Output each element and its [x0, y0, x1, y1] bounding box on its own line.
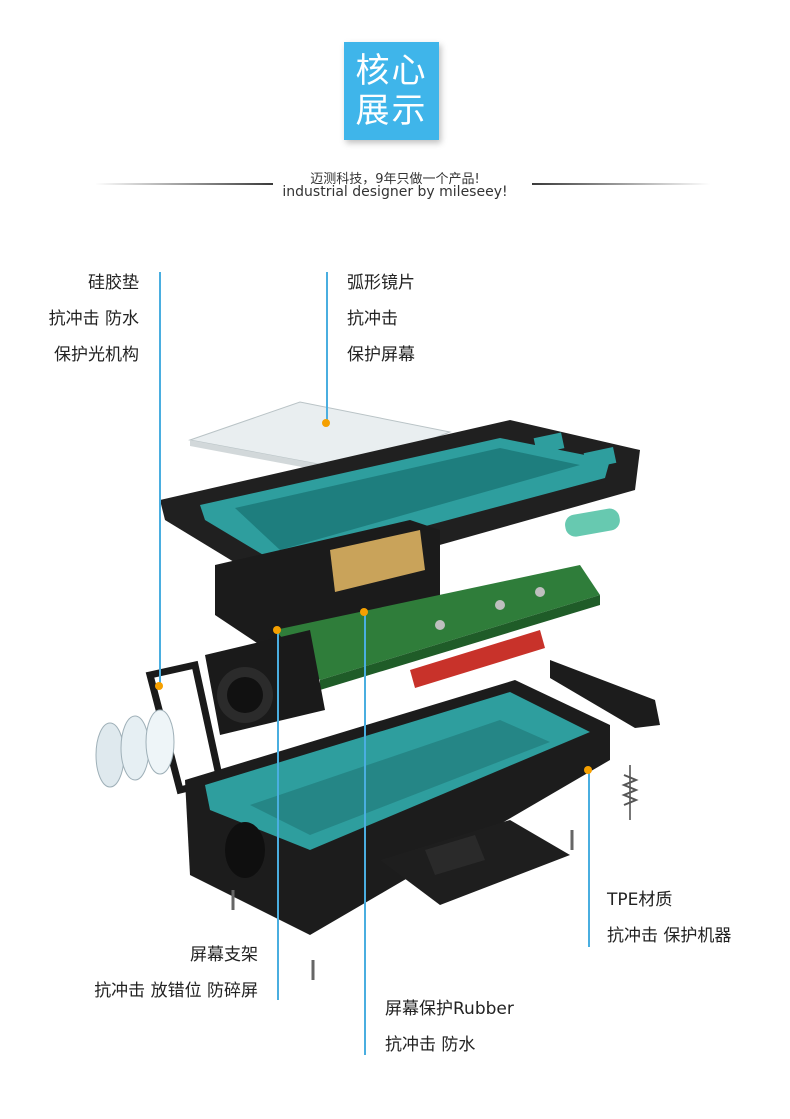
callout-curved-lens-title: 弧形镜片: [347, 273, 415, 293]
leader-line-curved-lens: [326, 272, 328, 422]
callout-curved-lens-line-2: 抗冲击: [347, 309, 398, 329]
callout-silicone-pad: 硅胶垫 抗冲击 防水 保护光机构: [49, 265, 139, 373]
callout-curved-lens: 弧形镜片 抗冲击 保护屏幕: [347, 265, 415, 373]
callout-screen-rubber-title: 屏幕保护Rubber: [385, 999, 514, 1019]
title-badge: 核心 展示: [344, 42, 439, 140]
callout-screen-rubber-line-2: 抗冲击 防水: [385, 1035, 476, 1055]
optics-block: [205, 630, 325, 735]
exploded-device-illustration: [95, 401, 660, 980]
subtitle-english: industrial designer by mileseey!: [282, 184, 508, 200]
spring: [621, 765, 639, 820]
callout-tpe-material: TPE材质 抗冲击 保护机器: [607, 882, 731, 954]
badge-line-2: 展示: [355, 91, 428, 131]
marker-screen-rubber: [360, 608, 368, 616]
tpe-strap: [550, 660, 660, 728]
callout-screen-rubber: 屏幕保护Rubber 抗冲击 防水: [385, 991, 514, 1063]
laser-module: [565, 508, 620, 537]
marker-curved-lens: [322, 419, 330, 427]
callout-curved-lens-line-3: 保护屏幕: [347, 345, 415, 365]
callout-tpe-material-line-2: 抗冲击 保护机器: [607, 926, 732, 946]
battery: [410, 630, 545, 688]
lens-set: [95, 709, 175, 788]
leader-line-silicone-pad: [159, 272, 161, 685]
callout-screen-bracket-title: 屏幕支架: [190, 945, 258, 965]
top-frame: [160, 420, 640, 590]
marker-tpe-material: [584, 766, 592, 774]
callout-tpe-material-title: TPE材质: [607, 890, 673, 910]
divider-left: [95, 183, 273, 185]
leader-line-screen-bracket: [277, 630, 279, 1000]
subtitle-chinese: 迈测科技，9年只做一个产品!: [310, 172, 480, 187]
bottom-housing: [185, 680, 610, 935]
screws: [231, 830, 574, 980]
callout-silicone-pad-line-3: 保护光机构: [54, 345, 139, 365]
pcb-board: [275, 565, 600, 690]
marker-screen-bracket: [273, 626, 281, 634]
callout-screen-bracket-line-2: 抗冲击 放错位 防碎屏: [94, 981, 258, 1001]
badge-line-1: 核心: [355, 51, 428, 91]
callout-silicone-pad-title: 硅胶垫: [88, 273, 139, 293]
leader-line-tpe-material: [588, 770, 590, 947]
marker-silicone-pad: [155, 682, 163, 690]
callout-screen-bracket: 屏幕支架 抗冲击 放错位 防碎屏: [94, 937, 258, 1009]
leader-line-screen-rubber: [364, 612, 366, 1055]
divider-right: [532, 183, 710, 185]
battery-cover: [380, 820, 570, 905]
callout-silicone-pad-line-2: 抗冲击 防水: [48, 309, 139, 329]
